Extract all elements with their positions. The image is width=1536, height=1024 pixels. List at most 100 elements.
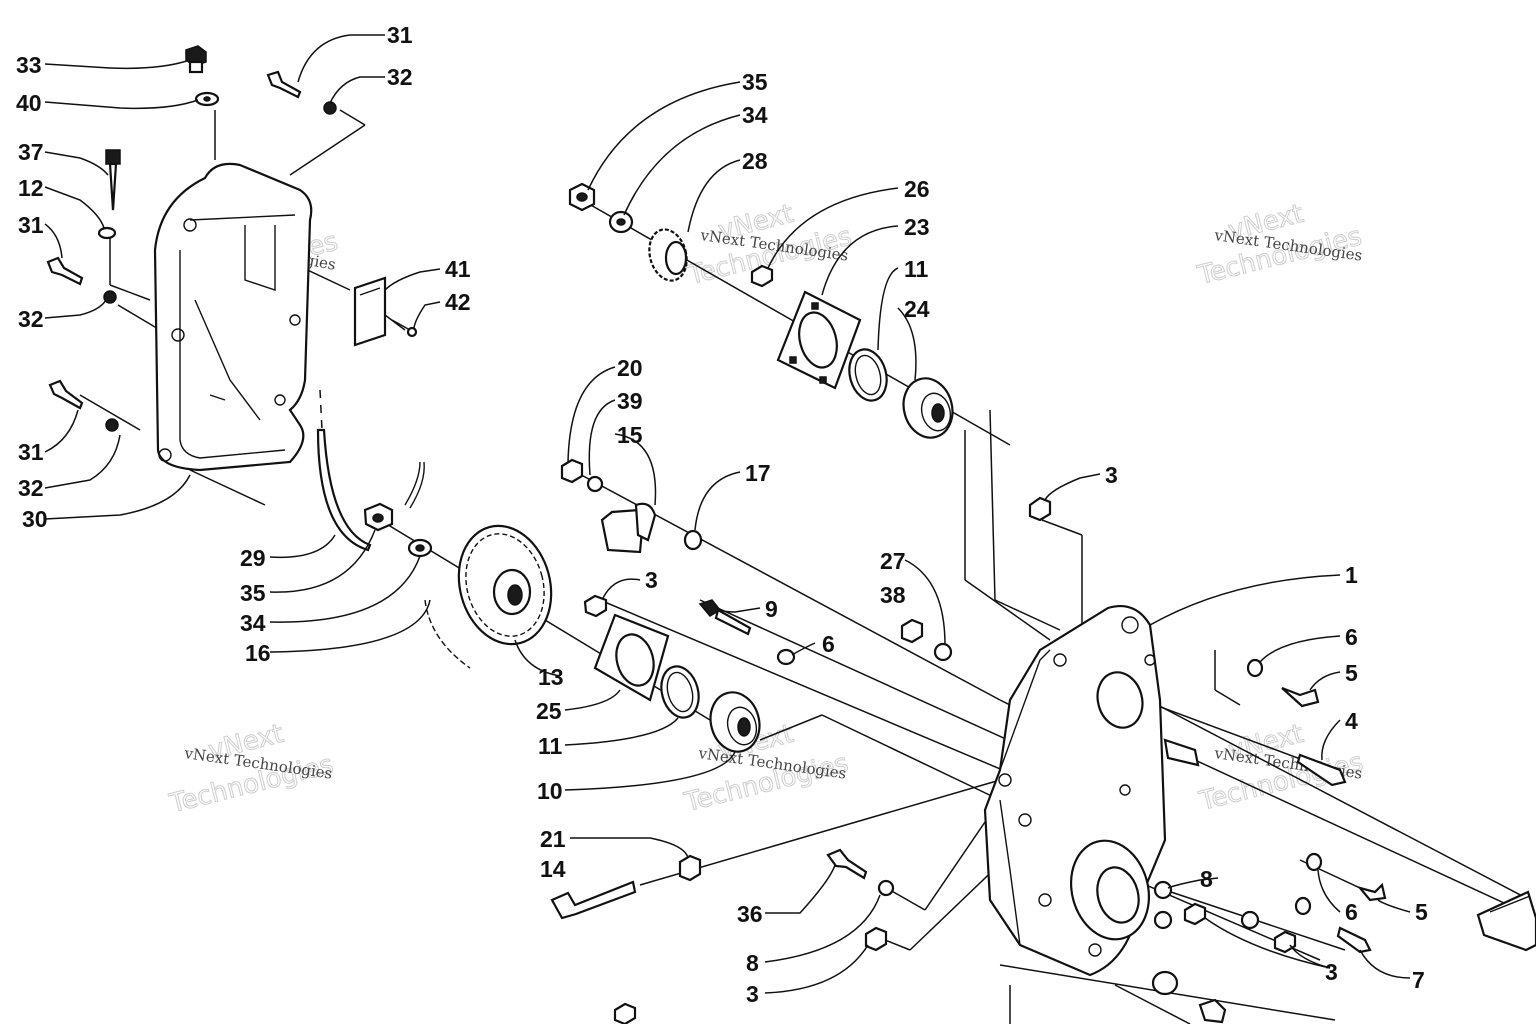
- lock-washer-mid: [103, 290, 117, 304]
- drive-washer-top: [608, 210, 634, 234]
- callout-13: 13: [538, 664, 564, 690]
- bearing-top: [902, 377, 954, 439]
- callout-29: 29: [240, 545, 266, 571]
- drain-nut: [900, 618, 924, 644]
- callout-33: 33: [16, 52, 42, 78]
- sprocket-washer: [407, 538, 433, 558]
- plug-washer: [194, 91, 220, 107]
- callout-31-top: 31: [387, 22, 413, 48]
- flange-nut-top: [750, 264, 774, 288]
- callout-37: 37: [18, 139, 44, 165]
- lock-washer-top: [323, 101, 337, 115]
- callout-11-top: 11: [904, 256, 929, 282]
- callout-21: 21: [540, 826, 566, 852]
- callout-4: 4: [1345, 708, 1358, 734]
- gear-case-cover: [153, 162, 313, 472]
- callout-35-top: 35: [742, 69, 768, 95]
- callout-32-top: 32: [387, 64, 413, 90]
- callout-12: 12: [18, 175, 44, 201]
- lower-nut-a: [1183, 902, 1207, 926]
- fill-screw: [1336, 926, 1372, 954]
- lower-nut-b: [1273, 930, 1297, 954]
- pivot-nut: [678, 854, 702, 882]
- callout-3-top-right: 3: [1105, 462, 1118, 488]
- callout-23: 23: [904, 214, 930, 240]
- vent-plug: [185, 45, 207, 74]
- drive-nut-top: [568, 182, 596, 212]
- callout-17: 17: [745, 460, 771, 486]
- tensioner-nut: [560, 458, 584, 484]
- callout-38: 38: [880, 582, 906, 608]
- callout-25: 25: [536, 698, 562, 724]
- right-washer-low-2: [1294, 896, 1312, 916]
- drive-chain: [424, 599, 471, 669]
- cover-bolt-low: [48, 379, 84, 410]
- callout-41: 41: [445, 256, 471, 282]
- callout-8-lower: 8: [746, 950, 759, 976]
- callout-31-left-lower: 31: [18, 439, 44, 465]
- leader-lines: [44, 34, 1411, 994]
- lower-spacer-upper: [1153, 880, 1173, 900]
- bearing-flange-lower: [593, 613, 670, 702]
- dipstick-washer: [97, 226, 117, 240]
- right-bolt-low: [1356, 882, 1387, 902]
- callout-10: 10: [537, 778, 563, 804]
- retaining-ring-lower: [660, 665, 700, 719]
- idler-washer: [776, 648, 796, 666]
- callout-30: 30: [22, 506, 48, 532]
- callout-9: 9: [765, 596, 778, 622]
- inspection-plate: [353, 276, 387, 347]
- callout-40: 40: [16, 90, 42, 116]
- callout-27: 27: [880, 548, 906, 574]
- jackshaft: [1476, 890, 1536, 952]
- chaincase-housing: [983, 604, 1167, 977]
- callout-14: 14: [540, 856, 566, 882]
- callout-1: 1: [1345, 562, 1358, 588]
- callout-6-mid: 6: [822, 631, 835, 657]
- right-washer-top: [1246, 658, 1264, 678]
- callout-11-low: 11: [538, 733, 563, 759]
- callout-3-lower-right: 3: [1325, 959, 1338, 985]
- callout-36: 36: [737, 901, 763, 927]
- callout-32-left-upper: 32: [18, 306, 44, 332]
- lower-bolt: [1198, 998, 1227, 1024]
- drive-sprocket-top: [648, 228, 688, 282]
- drain-washer: [933, 642, 953, 662]
- callout-42: 42: [445, 289, 471, 315]
- bearing-lower: [709, 691, 761, 753]
- callout-6-lower: 6: [1345, 899, 1358, 925]
- callout-6-right: 6: [1345, 624, 1358, 650]
- shaft-spacer: [1163, 738, 1200, 767]
- callout-28: 28: [742, 148, 768, 174]
- callout-34-top: 34: [742, 102, 768, 128]
- retaining-ring-top: [848, 348, 888, 402]
- driven-sprocket: [457, 524, 553, 646]
- tensioner-spacer: [683, 529, 703, 551]
- lower-left-nut: [613, 1002, 637, 1024]
- cover-bolt-mid: [46, 256, 84, 286]
- idler-bolt: [698, 599, 752, 636]
- lower-gear-washer: [1151, 970, 1179, 996]
- right-washer-low: [1305, 852, 1323, 872]
- tensioner-bracket: [600, 502, 657, 554]
- callout-39: 39: [617, 388, 643, 414]
- dipstick: [105, 149, 121, 211]
- callout-31-left-upper: 31: [18, 212, 44, 238]
- callout-3-mid: 3: [645, 567, 658, 593]
- callout-16: 16: [245, 640, 271, 666]
- callout-32-left-lower: 32: [18, 475, 44, 501]
- callout-3-bottom: 3: [746, 981, 759, 1007]
- right-screw: [1296, 753, 1347, 787]
- tensioner-washer: [586, 475, 604, 493]
- cover-bolt-top: [266, 70, 302, 99]
- right-bolt-top: [1281, 686, 1320, 708]
- flange-nut: [583, 594, 608, 618]
- callout-labels: 33 40 37 12 31 32 31 32 30 31 32 41 42 3…: [16, 22, 1428, 1007]
- sprocket-nut: [363, 502, 394, 532]
- callout-26: 26: [904, 176, 930, 202]
- callout-15: 15: [617, 422, 643, 448]
- callout-5-lower: 5: [1415, 899, 1428, 925]
- bearing-flange-top: [776, 290, 862, 390]
- pivot-bolt: [550, 880, 637, 920]
